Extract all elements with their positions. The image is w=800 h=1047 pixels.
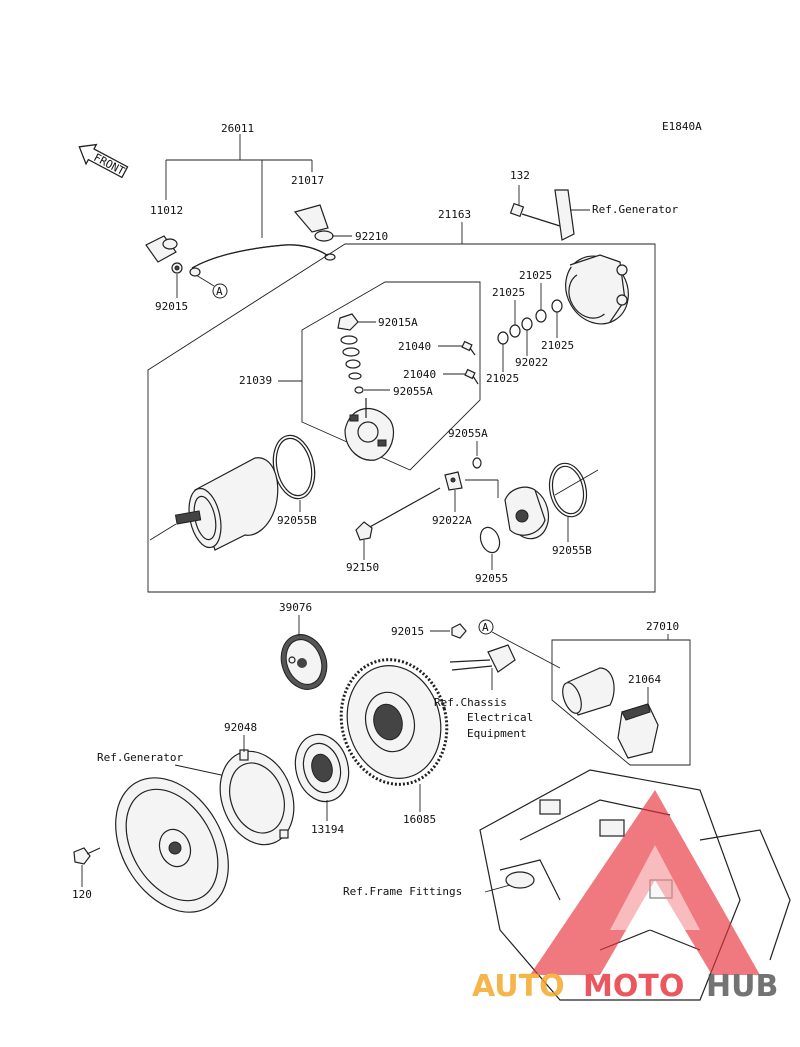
label-92055A-a: 92055A: [393, 385, 433, 398]
watermark-logo-icon: [530, 790, 760, 975]
label-26011: 26011: [221, 122, 254, 135]
brush-21040: [461, 340, 479, 385]
flywheel-generator: [115, 777, 229, 913]
ref-generator-top: Ref.Generator: [592, 203, 678, 216]
label-92055A-b: 92055A: [448, 427, 488, 440]
label-21025-a: 21025: [519, 269, 552, 282]
ref-chassis-1: Ref.Chassis: [434, 696, 507, 709]
starter-gear-16085: [339, 658, 449, 786]
label-13194: 13194: [311, 823, 344, 836]
ref-generator-bottom: Ref.Generator: [97, 751, 183, 764]
o-ring-92055: [479, 526, 501, 554]
chassis-connector: [449, 644, 516, 690]
brush-holder-outline: [301, 281, 481, 471]
starter-clutch-13194: [294, 733, 350, 803]
label-21040-b: 21040: [403, 368, 436, 381]
label-92048: 92048: [224, 721, 257, 734]
front-cover: [504, 469, 599, 540]
lead-wire-assembly: [145, 134, 336, 274]
label-92055B-a: 92055B: [277, 514, 317, 527]
front-label: FRONT: [91, 151, 127, 178]
relay-cap-21064: [617, 703, 659, 759]
brush-plate: [344, 398, 395, 461]
watermark-hub: HUB: [706, 969, 778, 1004]
svg-text:A: A: [482, 621, 489, 634]
bolt-132: [509, 185, 561, 227]
label-21163: 21163: [438, 208, 471, 221]
label-21040-a: 21040: [398, 340, 431, 353]
ref-chassis-2: Electrical: [467, 711, 533, 724]
label-92015A: 92015A: [378, 316, 418, 329]
watermark-auto: AUTO: [472, 969, 565, 1004]
label-39076: 39076: [279, 601, 312, 614]
label-92055: 92055: [475, 572, 508, 585]
front-arrow-icon: FRONT: [78, 143, 129, 179]
terminal-nut-stack: [337, 313, 364, 394]
through-bolt-92150: [355, 487, 441, 541]
automotohub-watermark: AUTO MOTO HUB: [472, 790, 778, 1004]
o-ring-92055a-right: [472, 457, 482, 469]
diagram-code: E1840A: [662, 120, 702, 133]
ref-frame-fittings: Ref.Frame Fittings: [343, 885, 462, 898]
bolt-120: [73, 847, 101, 865]
nut-92015-mid: [451, 623, 467, 639]
label-92022: 92022: [515, 356, 548, 369]
cable-terminal-icon: [324, 253, 336, 261]
label-11012: 11012: [150, 204, 183, 217]
o-ring-92055b-right: [548, 462, 588, 518]
idle-gear-39076: [280, 634, 328, 690]
label-27010: 27010: [646, 620, 679, 633]
label-92055B-b: 92055B: [552, 544, 592, 557]
relay-outline: [551, 639, 691, 766]
label-21025-b: 21025: [492, 286, 525, 299]
label-92150: 92150: [346, 561, 379, 574]
end-cover: [565, 254, 629, 325]
label-132: 132: [510, 169, 530, 182]
washer-stack: [497, 299, 563, 345]
svg-text:A: A: [216, 285, 223, 298]
label-21064: 21064: [628, 673, 661, 686]
cover-92048: [219, 749, 295, 846]
label-92022A: 92022A: [432, 514, 472, 527]
label-92015-mid: 92015: [391, 625, 424, 638]
callout-a-top: A: [189, 267, 228, 299]
starter-motor-body: [149, 457, 279, 551]
starter-motor-outline: [147, 243, 656, 593]
ref-generator-bracket: [554, 189, 590, 241]
label-16085: 16085: [403, 813, 436, 826]
label-21025-c: 21025: [541, 339, 574, 352]
label-21017: 21017: [291, 174, 324, 187]
watermark-moto: MOTO: [583, 969, 684, 1004]
label-120: 120: [72, 888, 92, 901]
label-21039: 21039: [239, 374, 272, 387]
label-92210: 92210: [355, 230, 388, 243]
ref-chassis-3: Equipment: [467, 727, 527, 740]
callout-a-mid: A: [478, 619, 561, 669]
label-92015-top: 92015: [155, 300, 188, 313]
label-21025-d: 21025: [486, 372, 519, 385]
starter-relay: [562, 667, 615, 716]
